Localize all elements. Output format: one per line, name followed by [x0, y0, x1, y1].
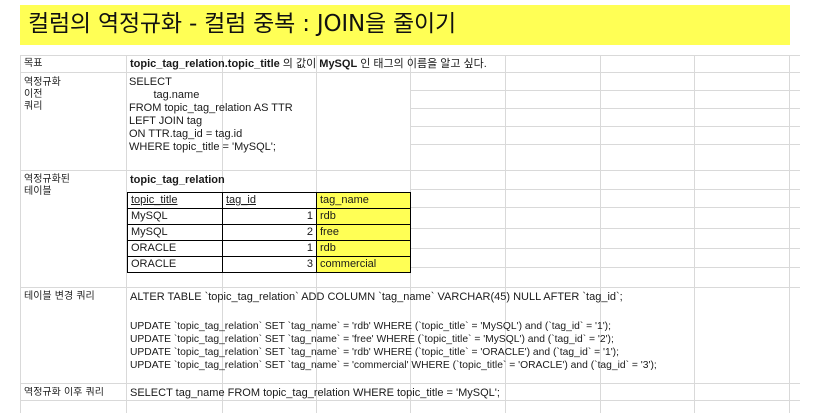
alter-line: UPDATE `topic_tag_relation` SET `tag_nam… — [130, 360, 657, 371]
gridline — [410, 108, 800, 109]
gridline — [20, 287, 800, 288]
gridline — [410, 126, 800, 127]
page-title: 컬럼의 역정규화 - 컬럼 중복 : JOIN을 줄이기 — [28, 11, 456, 37]
table-row: MySQL 1 rdb — [127, 208, 411, 225]
goal-text-suffix: 인 태그의 이름을 알고 싶다. — [357, 58, 487, 70]
cell-tag-id: 1 — [222, 208, 317, 225]
cell-tag-id: 3 — [222, 256, 317, 273]
denormalized-table: topic_title tag_id tag_name MySQL 1 rdb … — [127, 192, 411, 273]
alter-line: ALTER TABLE `topic_tag_relation` ADD COL… — [130, 291, 623, 303]
query-line: LEFT JOIN tag — [129, 115, 203, 127]
column-header-topic-title: topic_title — [127, 192, 223, 209]
row-label-before-line2: 이전 — [24, 89, 43, 100]
query-line: ON TTR.tag_id = tag.id — [129, 128, 243, 140]
gridline — [410, 228, 800, 229]
table-row: ORACLE 1 rdb — [127, 240, 411, 257]
gridline — [410, 189, 800, 190]
alter-line: UPDATE `topic_tag_relation` SET `tag_nam… — [130, 347, 619, 358]
row-label-goal: 목표 — [24, 58, 43, 69]
column-header-tag-name: tag_name — [316, 192, 411, 209]
row-label-alter: 테이블 변경 쿼리 — [24, 291, 95, 302]
table-row: MySQL 2 free — [127, 224, 411, 241]
cell-topic-title: MySQL — [127, 208, 223, 225]
before-query-cell: SELECT tag.name FROM topic_tag_relation … — [129, 76, 316, 170]
gridline — [20, 400, 800, 401]
after-query: SELECT tag_name FROM topic_tag_relation … — [130, 387, 500, 399]
gridline — [126, 55, 127, 413]
table-name: topic_tag_relation — [130, 174, 225, 186]
goal-text-mid: 의 값이 — [279, 58, 320, 70]
gridline — [410, 207, 800, 208]
gridline — [20, 383, 800, 384]
gridline — [20, 72, 800, 73]
goal-value: MySQL — [319, 58, 358, 70]
gridline — [20, 170, 800, 171]
cell-tag-name: rdb — [316, 208, 411, 225]
title-banner: 컬럼의 역정규화 - 컬럼 중복 : JOIN을 줄이기 — [20, 5, 790, 45]
gridline — [410, 144, 800, 145]
cell-tag-id: 2 — [222, 224, 317, 241]
cell-tag-name: free — [316, 224, 411, 241]
gridline — [410, 248, 800, 249]
query-line: FROM topic_tag_relation AS TTR — [129, 102, 293, 114]
gridline — [694, 55, 695, 413]
row-label-before-line1: 역정규화 — [24, 77, 61, 88]
gridline — [410, 90, 800, 91]
gridline — [20, 55, 800, 56]
alter-line: UPDATE `topic_tag_relation` SET `tag_nam… — [130, 334, 614, 345]
cell-tag-id: 1 — [222, 240, 317, 257]
gridline — [20, 55, 21, 413]
gridline — [505, 55, 506, 413]
gridline — [410, 55, 411, 413]
cell-topic-title: ORACLE — [127, 240, 223, 257]
cell-topic-title: ORACLE — [127, 256, 223, 273]
cell-tag-name: rdb — [316, 240, 411, 257]
goal-text: topic_tag_relation.topic_title 의 값이 MySQ… — [130, 58, 487, 70]
alter-line: UPDATE `topic_tag_relation` SET `tag_nam… — [130, 321, 611, 332]
table-header-row: topic_title tag_id tag_name — [127, 192, 411, 209]
table-row: ORACLE 3 commercial — [127, 256, 411, 273]
query-line: tag.name — [129, 89, 200, 101]
spreadsheet-grid: 목표 topic_tag_relation.topic_title 의 값이 M… — [20, 55, 800, 413]
gridline — [410, 267, 800, 268]
cell-tag-name: commercial — [316, 256, 411, 273]
row-label-table-line2: 테이블 — [24, 186, 52, 197]
row-label-table-line1: 역정규화된 — [24, 174, 70, 185]
row-label-before-line3: 쿼리 — [24, 101, 43, 112]
goal-column-ref: topic_tag_relation.topic_title — [130, 58, 280, 70]
query-line: SELECT — [129, 76, 172, 88]
cell-topic-title: MySQL — [127, 224, 223, 241]
row-label-after: 역정규화 이후 쿼리 — [24, 387, 104, 398]
gridline — [600, 55, 601, 413]
gridline — [789, 55, 790, 413]
query-line: WHERE topic_title = 'MySQL'; — [129, 141, 276, 153]
column-header-tag-id: tag_id — [222, 192, 317, 209]
